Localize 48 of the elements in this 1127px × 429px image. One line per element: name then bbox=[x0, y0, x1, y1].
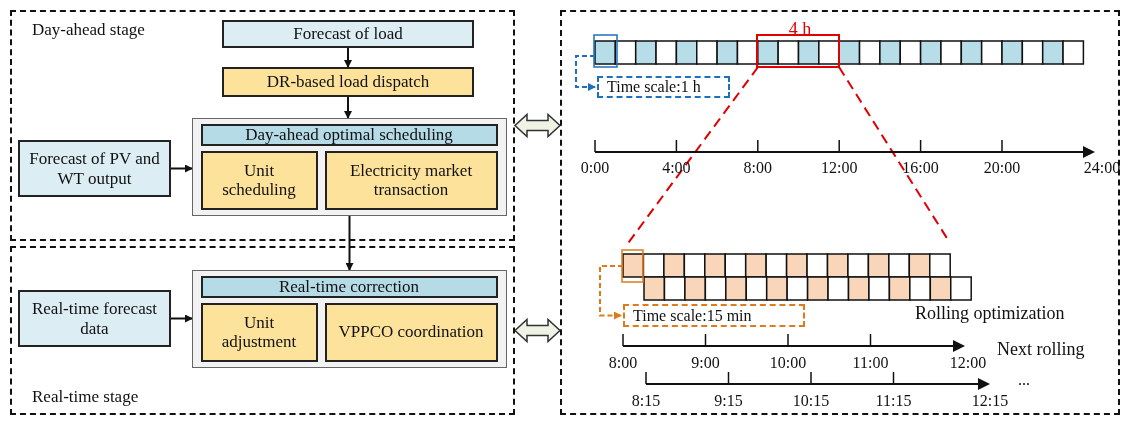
stage-panel bbox=[10, 246, 515, 415]
tick-label: 4:00 bbox=[662, 160, 691, 176]
tick-label: ... bbox=[1018, 372, 1030, 388]
double-arrow bbox=[513, 112, 562, 139]
arrow bbox=[170, 164, 193, 173]
tick-label: 12:00 bbox=[820, 160, 858, 176]
timeline-panel bbox=[560, 10, 1120, 415]
double-arrow bbox=[513, 317, 562, 344]
arrow bbox=[344, 96, 352, 119]
arrow bbox=[345, 215, 354, 271]
process-box: Real-time forecast data bbox=[18, 290, 171, 347]
arrow bbox=[344, 47, 352, 68]
tick-label: 8:00 bbox=[608, 355, 638, 371]
arrow bbox=[170, 314, 193, 323]
arrow bbox=[599, 265, 624, 320]
header-box: Real-time correction bbox=[200, 275, 498, 298]
process-box: DR-based load dispatch bbox=[222, 67, 474, 97]
header-box: Day-ahead optimal scheduling bbox=[200, 123, 498, 146]
tick-label: 12:00 bbox=[949, 355, 987, 371]
tick-label: 24:00 bbox=[1083, 160, 1121, 176]
tick-label: 20:00 bbox=[983, 160, 1021, 176]
tick-label: 11:00 bbox=[852, 355, 889, 371]
tick-label: 12:15 bbox=[971, 393, 1009, 409]
tick-label: 16:00 bbox=[902, 160, 939, 176]
tick-label: 10:00 bbox=[769, 355, 807, 371]
group-box bbox=[192, 118, 507, 216]
tick-label: 11:15 bbox=[875, 393, 912, 409]
stage-title: Real-time stage bbox=[32, 387, 139, 407]
time-scale-label: Time scale:1 h bbox=[597, 76, 730, 98]
stage-title: Day-ahead stage bbox=[32, 20, 145, 40]
tick-label: 0:00 bbox=[580, 160, 610, 176]
process-box: Forecast of PV and WT output bbox=[18, 140, 171, 197]
arrow bbox=[575, 55, 596, 91]
tick-label: 8:15 bbox=[631, 393, 661, 409]
stage-panel bbox=[10, 10, 515, 241]
process-box: Forecast of load bbox=[222, 20, 474, 48]
tick-label: 8:00 bbox=[743, 160, 772, 176]
annotation-text: Rolling optimization bbox=[915, 304, 1065, 322]
process-box: Electricity market transaction bbox=[324, 150, 498, 210]
annotation-text: Next rolling bbox=[997, 340, 1085, 358]
tick-label: 10:15 bbox=[792, 393, 830, 409]
process-box: Unit adjustment bbox=[200, 302, 318, 362]
tick-label: 9:00 bbox=[691, 355, 720, 371]
process-box: VPPCO coordination bbox=[324, 302, 498, 362]
tick-label: 9:15 bbox=[714, 393, 743, 409]
process-box: Unit scheduling bbox=[200, 150, 318, 210]
group-box bbox=[192, 270, 507, 368]
time-scale-label: Time scale:15 min bbox=[623, 304, 805, 327]
